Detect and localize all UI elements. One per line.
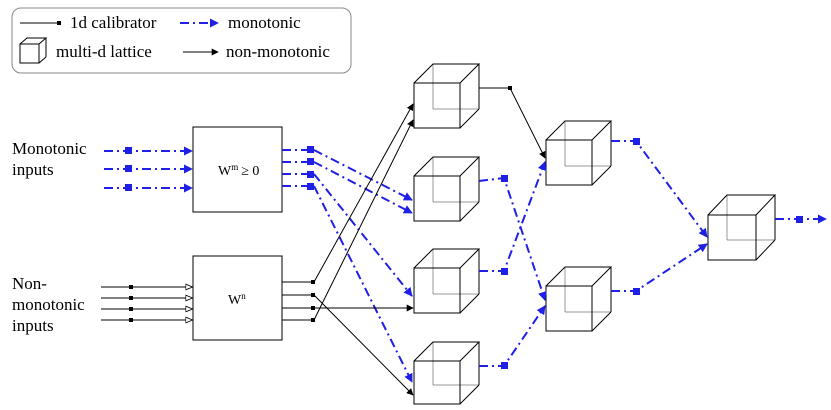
lattice-cube-3 [413,248,481,314]
nonmonotonic-weight-outputs [282,281,313,321]
monotonic-weight-outputs [282,149,311,187]
svg-text:Wn: Wn [228,291,246,308]
monotonic-inputs-label-line2: inputs [12,160,54,179]
monotonic-weight-output-calibrators [307,146,314,190]
monotonic-layer2-edges [478,161,547,367]
lattice-legend-icon [19,37,48,64]
monotonic-legend-label: monotonic [228,13,301,32]
lattice-cube-7 [707,194,777,261]
monotonic-input-arrows [104,146,193,193]
nonmonotonic-layer2-calibrator [508,86,512,90]
monotonic-weight-symbol: W [218,164,232,179]
lattice-cube-4 [413,341,481,405]
monotonic-output-lattice-calibrators [633,138,640,295]
nonmonotonic-weight-box: Wn [192,255,283,341]
monotonic-weight-constraint: ≥ 0 [241,164,259,179]
lattice-cube-2 [413,156,481,222]
nonmonotonic-input-calibrators [129,285,133,322]
nonmonotonic-edges-to-lattices [313,103,414,396]
nonmonotonic-inputs-label-line2: monotonic [12,295,85,314]
lattice-cube-1 [413,63,481,129]
nonmonotonic-weight-superscript: n [241,291,246,301]
nonmonotonic-inputs-label-line3: inputs [12,316,54,335]
monotonic-weight-box: Wm≥ 0 [192,126,283,213]
monotonic-weight-superscript: m [231,162,238,172]
nonmonotonic-inputs-label: Non- [12,274,47,293]
nonmonotonic-layer2-edges [479,87,546,159]
nonmonotonic-legend-label: non-monotonic [226,42,330,61]
monotonic-input-calibrators [125,147,132,191]
monotonic-edges-to-lattices [313,149,413,383]
lattice-cube-5 [545,120,613,186]
nonmonotonic-weight-symbol: W [228,293,242,308]
monotonic-output-lattice-edges [611,140,708,292]
final-output-calibrator [796,216,803,223]
monotonic-layer2-calibrators [501,175,508,369]
legend-box [11,7,352,74]
calibrator-legend-symbol [20,21,61,25]
svg-text:Wm≥ 0: Wm≥ 0 [218,162,259,179]
lattice-legend-label: multi-d lattice [56,42,152,61]
calibrator-legend-label: 1d calibrator [70,13,157,32]
legend: 1d calibrator multi-d lattice monotonic … [11,7,352,74]
lattice-cube-6 [545,266,613,332]
nonmonotonic-input-arrows [101,287,192,320]
nonmonotonic-weight-output-calibrators [311,280,315,322]
monotonic-inputs-label: Monotonic [12,139,87,158]
